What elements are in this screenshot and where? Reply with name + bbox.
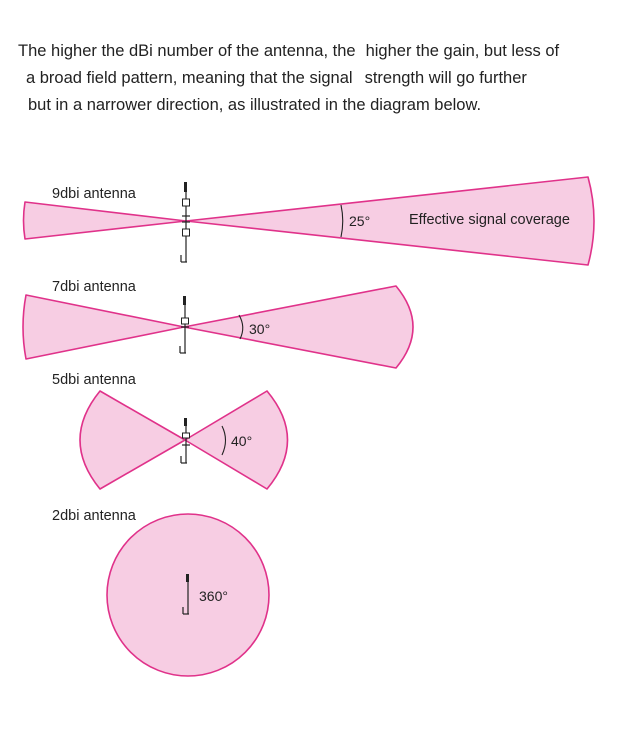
- antenna-9dbi-right-lobe: [185, 176, 595, 266]
- intro-line-1: The higher the dBi number of the antenna…: [0, 38, 637, 65]
- intro-line-3: but in a narrower direction, as illustra…: [28, 96, 482, 114]
- antenna-9dbi-icon: [180, 182, 190, 263]
- effective-coverage-label: Effective signal coverage: [409, 212, 570, 228]
- antenna-5dbi-left-lobe: [79, 390, 186, 490]
- antenna-7dbi-label: 7dbi antenna: [52, 279, 137, 295]
- intro-line-2: a broad field pattern, meaning that the …: [0, 65, 637, 92]
- antenna-7dbi-group: 7dbi antenna 30°: [22, 279, 414, 369]
- antenna-5dbi-right-lobe: [184, 390, 289, 490]
- antenna-9dbi-left-lobe: [22, 201, 187, 240]
- intro-line-1-part-a: The higher the dBi number of the antenna…: [18, 42, 356, 60]
- antenna-7dbi-angle-label: 30°: [249, 321, 270, 337]
- antenna-2dbi-label: 2dbi antenna: [52, 508, 137, 524]
- antenna-9dbi-label: 9dbi antenna: [52, 186, 137, 202]
- antenna-5dbi-label: 5dbi antenna: [52, 372, 137, 388]
- antenna-9dbi-angle-label: 25°: [349, 213, 370, 229]
- intro-paragraph: The higher the dBi number of the antenna…: [0, 38, 637, 119]
- antenna-2dbi-group: 2dbi antenna 360°: [52, 508, 270, 677]
- antenna-2dbi-angle-label: 360°: [199, 588, 228, 604]
- antenna-2dbi-icon: [182, 574, 189, 615]
- antenna-7dbi-left-lobe: [22, 294, 185, 360]
- intro-line-2-part-b: strength will go further: [364, 69, 527, 87]
- antenna-9dbi-angle-arc: [340, 204, 344, 238]
- antenna-7dbi-icon: [179, 296, 189, 354]
- antenna-5dbi-angle-label: 40°: [231, 433, 252, 449]
- intro-line-2-part-a: a broad field pattern, meaning that the …: [26, 69, 353, 87]
- antenna-5dbi-group: 5dbi antenna 40°: [52, 372, 289, 490]
- antenna-9dbi-group: 9dbi antenna 25° Effective signal covera…: [22, 176, 595, 266]
- antenna-5dbi-icon: [180, 418, 190, 464]
- intro-line-1-part-b: higher the gain, but less of: [365, 42, 560, 60]
- antenna-7dbi-angle-arc: [238, 314, 244, 340]
- antenna-5dbi-angle-arc: [221, 425, 227, 456]
- antenna-7dbi-right-lobe: [183, 285, 414, 369]
